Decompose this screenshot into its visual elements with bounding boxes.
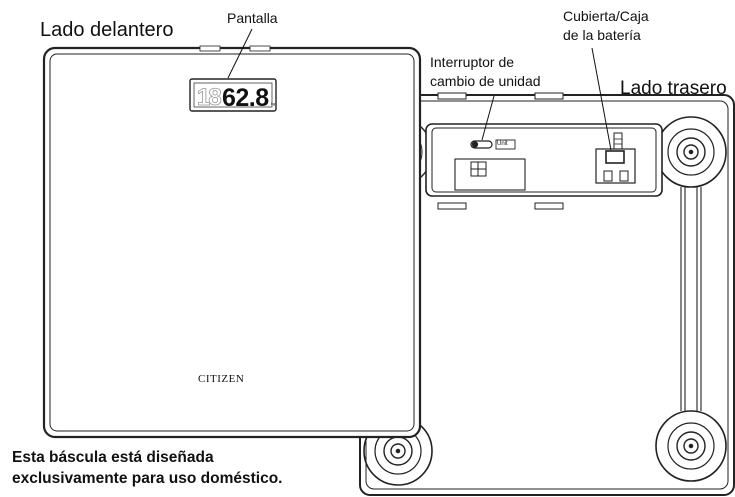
- front-side-label: Lado delantero: [40, 19, 174, 41]
- lcd-display: [189, 78, 277, 112]
- unit-switch-leader-line: [481, 95, 495, 141]
- front-platform: [49, 53, 415, 432]
- unit-switch-label-line2: cambio de unidad: [430, 73, 541, 89]
- battery-cover-label: Cubierta/Caja de la batería: [563, 7, 649, 45]
- front-side-scale: 18 62.8 kg: [42, 45, 422, 439]
- lcd-unit-mark: kg: [271, 101, 275, 106]
- note-line2: exclusivamente para uso doméstico.: [12, 470, 283, 487]
- battery-housing: [425, 92, 663, 210]
- back-side-label: Lado trasero: [620, 78, 727, 99]
- note-line1: Esta báscula está diseñada: [12, 449, 214, 466]
- brand-logo: CITIZEN: [198, 373, 245, 385]
- unit-switch-text: Unit: [497, 141, 508, 147]
- battery-cover-label-line2: de la batería: [563, 27, 641, 43]
- screen-leader-line: [227, 28, 253, 79]
- foot-bottom-right: [655, 410, 727, 482]
- screen-label: Pantalla: [227, 10, 278, 26]
- battery-cover: [595, 132, 636, 184]
- unit-switch-label-line1: Interruptor de: [430, 54, 515, 70]
- household-use-note: Esta báscula está diseñada exclusivament…: [12, 447, 283, 489]
- foot-top-right: [655, 116, 727, 188]
- lcd-reading: 62.8: [222, 84, 269, 112]
- battery-leader-line: [591, 47, 612, 151]
- spec-plate: [454, 158, 526, 191]
- battery-cover-label-line1: Cubierta/Caja: [563, 8, 649, 24]
- lcd-ghost-digits: 18: [197, 84, 221, 111]
- unit-switch-label: Interruptor de cambio de unidad: [430, 53, 541, 91]
- frame-bar-right: [680, 187, 702, 411]
- back-side-scale: [359, 92, 735, 496]
- unit-switch: [470, 139, 516, 150]
- front-outer-frame: [42, 46, 422, 439]
